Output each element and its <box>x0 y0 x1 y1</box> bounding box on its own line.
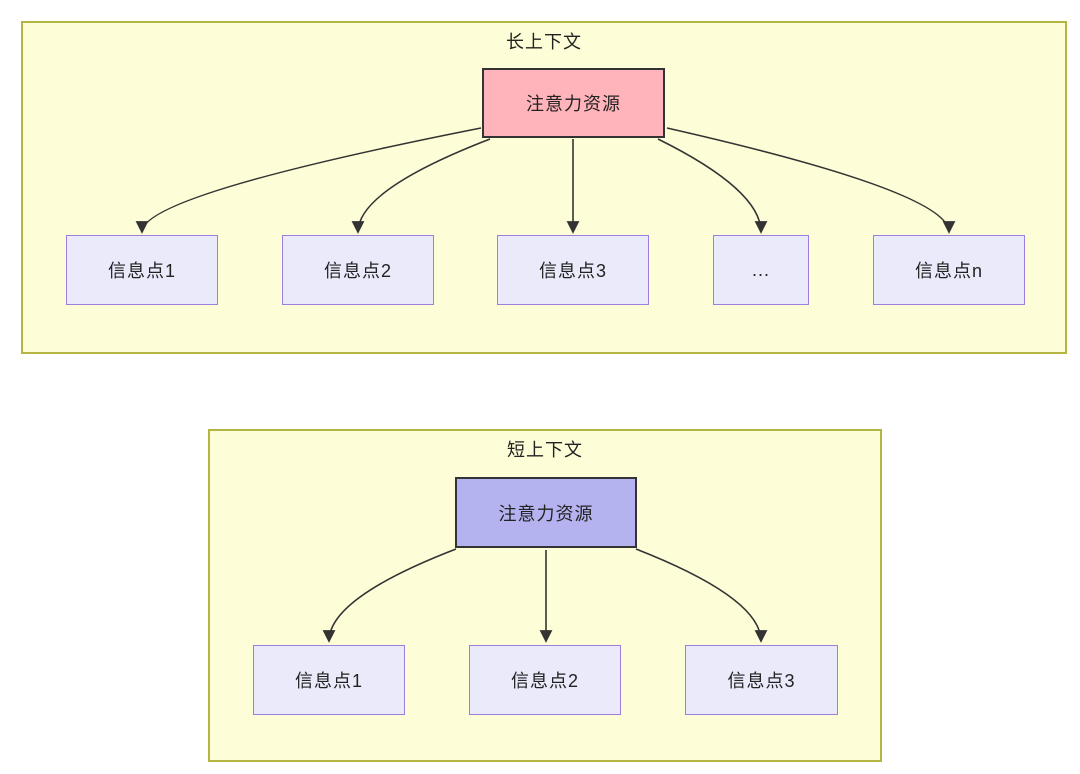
node-long-infon: 信息点n <box>873 235 1025 305</box>
node-long-info3: 信息点3 <box>497 235 649 305</box>
node-attention-long: 注意力资源 <box>482 68 665 138</box>
panel-short-context-title: 短上下文 <box>507 440 583 460</box>
node-short-info2: 信息点2 <box>469 645 621 715</box>
panel-long-context-title: 长上下文 <box>506 32 582 52</box>
node-long-info2: 信息点2 <box>282 235 434 305</box>
node-short-info1: 信息点1 <box>253 645 405 715</box>
node-long-info1: 信息点1 <box>66 235 218 305</box>
node-attention-short: 注意力资源 <box>455 477 637 548</box>
node-short-info3: 信息点3 <box>685 645 838 715</box>
node-long-ellipsis: ... <box>713 235 809 305</box>
